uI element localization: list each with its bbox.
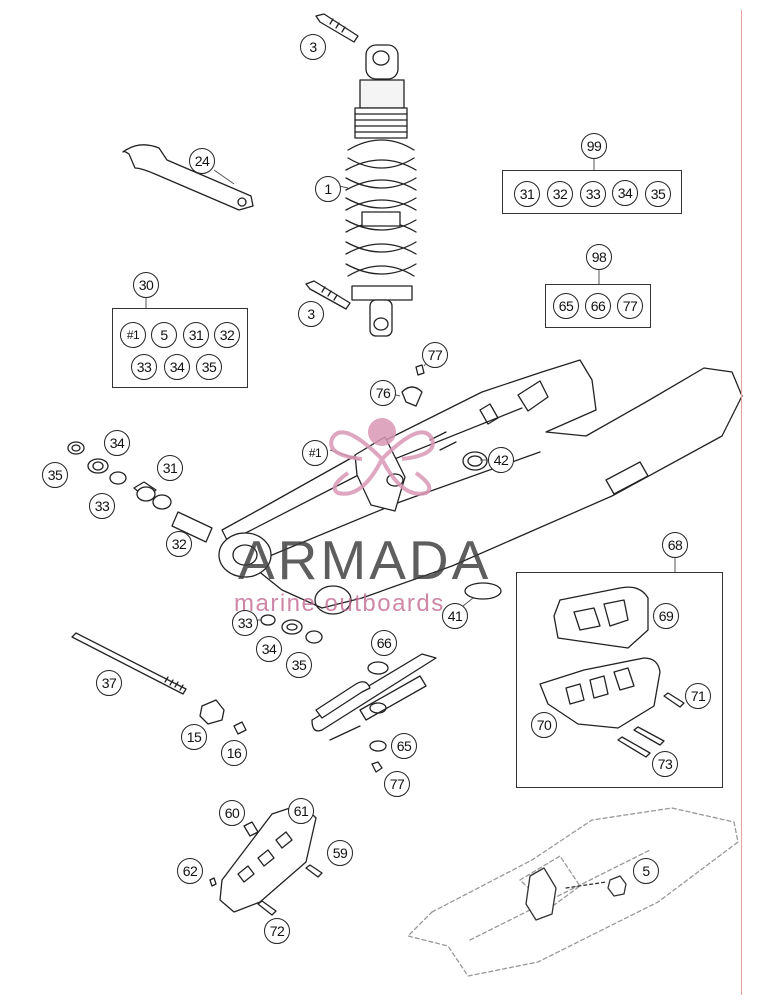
callout-1: 1 bbox=[315, 176, 341, 202]
callout-35-mid: 35 bbox=[286, 652, 312, 678]
callout-73: 73 bbox=[652, 751, 678, 777]
callout-34-mid: 34 bbox=[256, 636, 282, 662]
callout-68: 68 bbox=[662, 532, 688, 558]
callout-66: 66 bbox=[371, 630, 397, 656]
kit-30-item-34: 34 bbox=[164, 354, 190, 380]
pivot-shaft bbox=[71, 632, 187, 695]
callout-33-mid: 33 bbox=[232, 610, 258, 636]
kit-30-box bbox=[112, 308, 248, 388]
callout-69: 69 bbox=[653, 603, 679, 629]
chain-guide bbox=[539, 586, 661, 729]
callout-34-left: 34 bbox=[104, 430, 130, 456]
callout-3-bottom: 3 bbox=[298, 301, 324, 327]
bolt-lower bbox=[305, 280, 351, 310]
callout-15: 15 bbox=[181, 724, 207, 750]
callout-65: 65 bbox=[391, 733, 417, 759]
callout-72: 72 bbox=[264, 918, 290, 944]
callout-70: 70 bbox=[531, 712, 557, 738]
chain-slider bbox=[311, 653, 437, 741]
callout-59: 59 bbox=[327, 840, 353, 866]
callout-41: 41 bbox=[442, 603, 468, 629]
bracket-bottom bbox=[209, 803, 323, 916]
kit-30-item-32: 32 bbox=[214, 322, 240, 348]
kit-30-item-5: 5 bbox=[151, 322, 177, 348]
swingarm-location-view bbox=[407, 807, 739, 977]
callout-35-left: 35 bbox=[42, 462, 68, 488]
callout-71: 71 bbox=[685, 683, 711, 709]
kit-99-item-33: 33 bbox=[580, 181, 606, 207]
callout-3-top: 3 bbox=[300, 34, 326, 60]
callout-77-bottom: 77 bbox=[384, 771, 410, 797]
callout-76: 76 bbox=[370, 380, 396, 406]
kit-68-box bbox=[516, 572, 723, 788]
callout-16: 16 bbox=[221, 740, 247, 766]
swingarm bbox=[218, 359, 743, 615]
bolt-top bbox=[315, 13, 359, 43]
kit-98-item-66: 66 bbox=[585, 293, 611, 319]
callout-61: 61 bbox=[288, 798, 314, 824]
kit-98-box bbox=[545, 284, 651, 328]
bushing-stack-left bbox=[67, 441, 213, 543]
callout-32-left: 32 bbox=[166, 531, 192, 557]
kit-98-item-65: 65 bbox=[553, 293, 579, 319]
callout-62: 62 bbox=[177, 858, 203, 884]
callout-77-top: 77 bbox=[422, 342, 448, 368]
callout-42: 42 bbox=[488, 447, 514, 473]
kit-99-box bbox=[502, 170, 682, 214]
callout-98: 98 bbox=[586, 244, 612, 270]
callout-33-left: 33 bbox=[89, 493, 115, 519]
shock-absorber bbox=[345, 44, 417, 337]
callout-24: 24 bbox=[189, 148, 215, 174]
kit-99-item-34: 34 bbox=[612, 180, 638, 206]
callout-60: 60 bbox=[219, 800, 245, 826]
watermark-logo bbox=[329, 418, 435, 496]
callout-37: 37 bbox=[96, 670, 122, 696]
callout-5: 5 bbox=[633, 858, 659, 884]
callout-31-left: 31 bbox=[157, 455, 183, 481]
kit-30-item-33: 33 bbox=[131, 354, 157, 380]
hook-spanner bbox=[122, 144, 254, 211]
kit-98-item-77: 77 bbox=[617, 293, 643, 319]
kit-30-item-h1: #1 bbox=[120, 322, 146, 348]
watermark-title: ARMADA bbox=[238, 529, 492, 591]
kit-99-item-32: 32 bbox=[547, 181, 573, 207]
kit-30-item-31: 31 bbox=[183, 322, 209, 348]
callout-99: 99 bbox=[581, 133, 607, 159]
watermark-subtitle: marine outboards bbox=[234, 590, 445, 617]
kit-99-item-31: 31 bbox=[514, 181, 540, 207]
kit-99-item-35: 35 bbox=[645, 181, 671, 207]
kit-30-item-35: 35 bbox=[196, 354, 222, 380]
callout-30: 30 bbox=[133, 272, 159, 298]
callout-h1: #1 bbox=[302, 440, 328, 466]
page-margin-line bbox=[741, 10, 742, 995]
